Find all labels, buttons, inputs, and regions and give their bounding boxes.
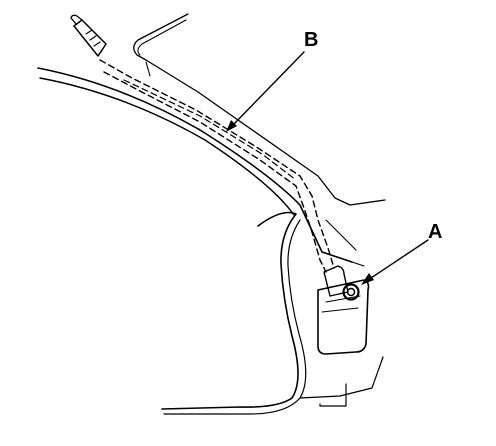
window-opening [161, 211, 299, 410]
leader-line-a [367, 239, 429, 281]
leader-line-b [231, 51, 305, 127]
harness-route-upper [99, 59, 335, 269]
lower-floor-edge [299, 356, 384, 407]
pillar-trim-outer [37, 67, 353, 263]
pillar-trim-inner [39, 77, 295, 216]
arrowhead-a [361, 273, 374, 285]
upper-connector [70, 14, 107, 57]
window-opening-inner [163, 219, 307, 415]
callout-b-label: B [304, 29, 318, 51]
callout-a-label: A [428, 221, 442, 243]
roof-inner-edge [137, 19, 187, 77]
body-panel-edge [325, 219, 365, 267]
harness-route-mid [123, 79, 297, 181]
harness-route-lower [103, 71, 327, 273]
module-box [317, 265, 370, 355]
roof-upper-edge [133, 13, 386, 206]
module-connector [342, 283, 360, 301]
arrowhead-b [226, 120, 237, 132]
